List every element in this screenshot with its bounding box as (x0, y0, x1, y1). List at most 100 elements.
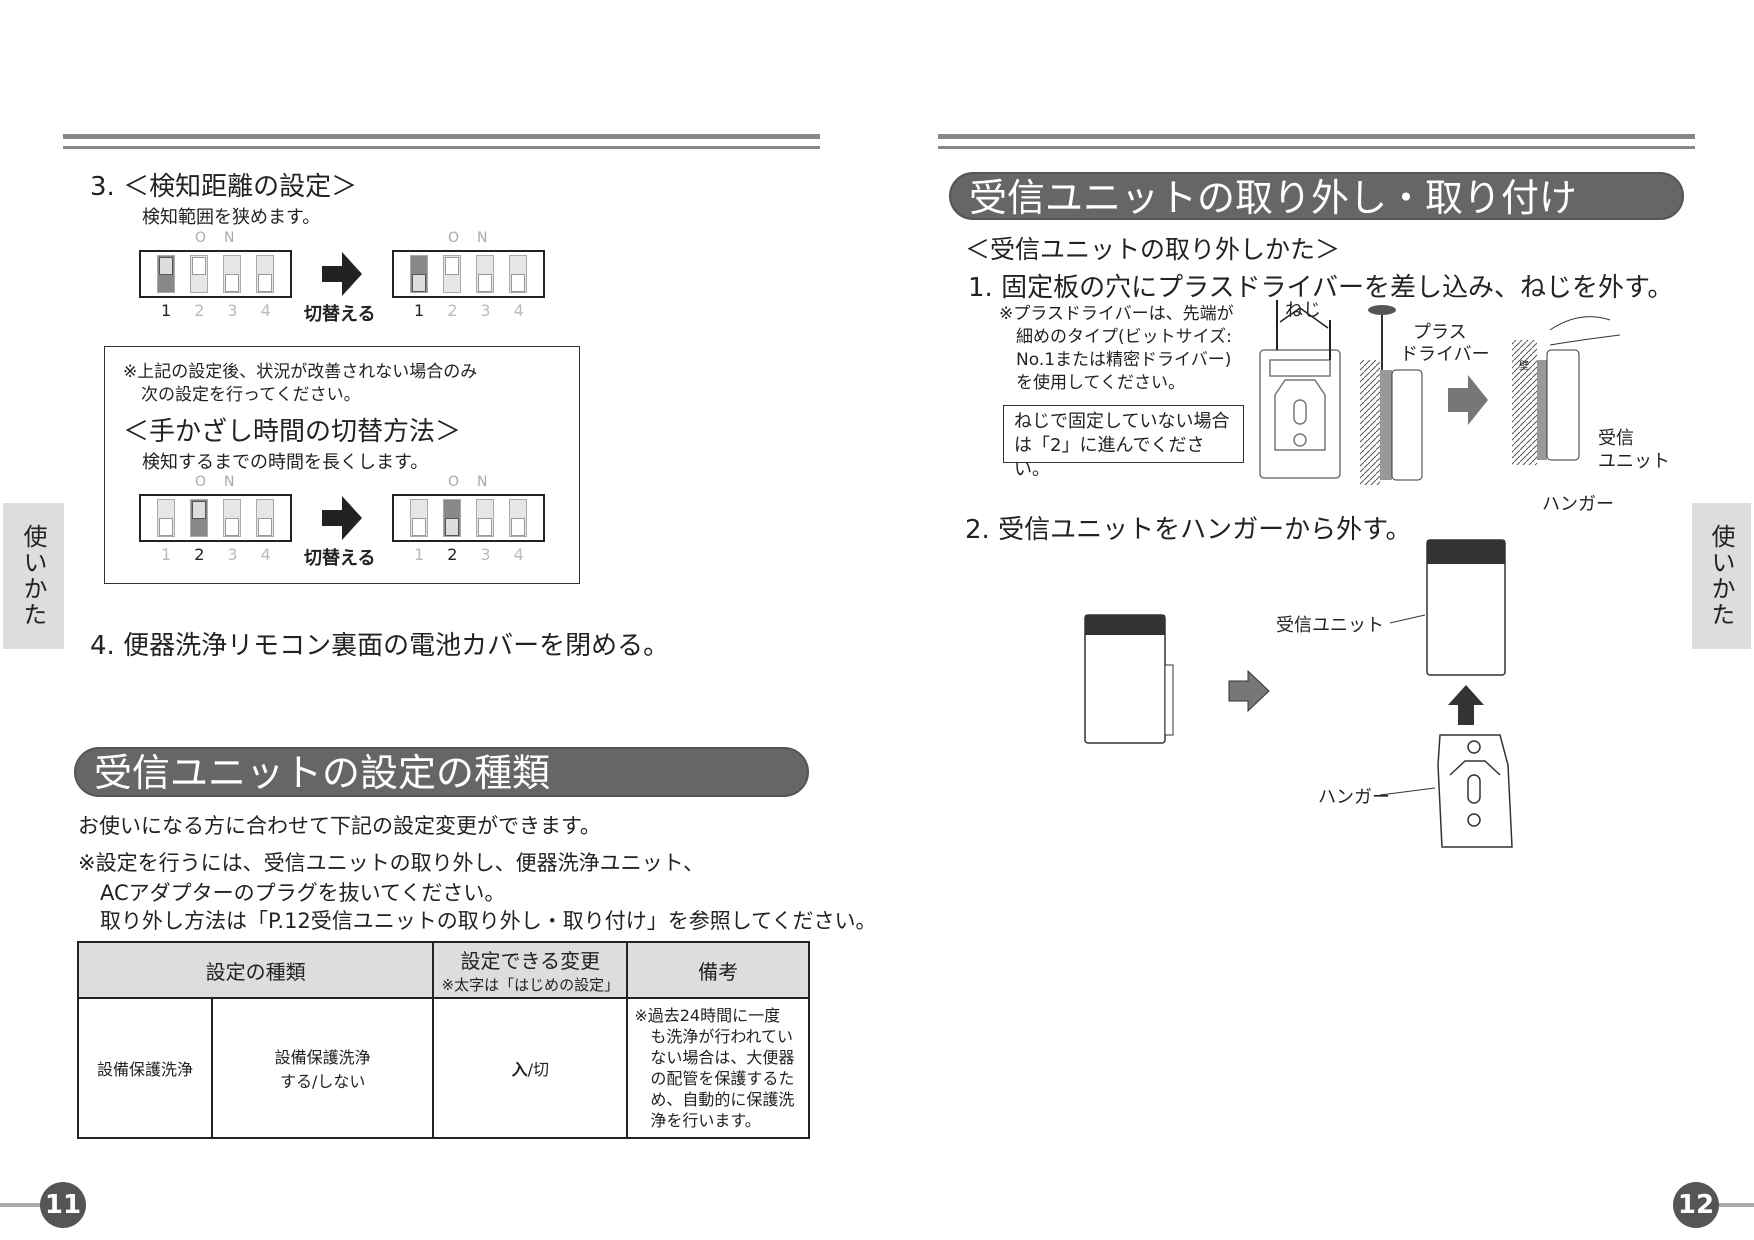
dip-switch-lever-4 (509, 499, 528, 537)
wall-side-view-2 (1512, 316, 1621, 465)
caution-line1: ※設定を行うには、受信ユニットの取り外し、便器洗浄ユニット、 (78, 851, 705, 875)
dip-switch (392, 250, 545, 298)
dip-switch-lever-1 (409, 499, 428, 537)
step3-desc: 検知範囲を狭めます。 (142, 207, 321, 228)
note-line: を使用してください。 (1016, 373, 1185, 393)
receiver-unit-removed (1426, 539, 1506, 676)
dip-switch-lever-2 (442, 255, 461, 293)
dip-switch (139, 250, 292, 298)
dip-switch (139, 494, 292, 542)
step1-text: 1. 固定板の穴にプラスドライバーを差し込み、ねじを外す。 (968, 273, 1674, 303)
side-tab-usage-right[interactable]: 使いかた (1692, 503, 1751, 649)
dip-switch-lever-1 (156, 255, 175, 293)
header-change-note: ※太字は「はじめの設定」 (441, 976, 620, 994)
right-arrow-icon (1228, 669, 1270, 713)
wall-side-view-1 (1360, 305, 1423, 485)
dip-switch-lever-3 (223, 255, 242, 293)
cell-category: 設備保護洗浄 (77, 997, 213, 1139)
switch-label: 切替える (304, 548, 376, 569)
dip-switch-lever-2 (442, 499, 461, 537)
label-unit-step2: 受信ユニット (1276, 615, 1384, 636)
dip-switch-lever-4 (256, 255, 275, 293)
label-hanger: ハンガー (1542, 494, 1614, 515)
dip-switch-lever-2 (189, 499, 208, 537)
note-line: No.1または精密ドライバー) (1016, 350, 1232, 370)
dip-on-label: ON (448, 474, 506, 490)
dip-switch-lever-2 (189, 255, 208, 293)
section-header-settings: 受信ユニットの設定の種類 (74, 747, 809, 797)
remarks-line: 浄を行います。 (650, 1111, 761, 1130)
dip-on-label: ON (195, 474, 253, 490)
cell-value: 入/切 (432, 997, 629, 1139)
label-screw: ねじ (1285, 300, 1321, 321)
label-driver2: ドライバー (1400, 344, 1490, 365)
remarks-line: ※過去24時間に一度 (634, 1006, 781, 1025)
page-number-left: 11 (40, 1182, 86, 1228)
label-driver1: プラス (1413, 322, 1467, 343)
up-arrow-icon (1448, 685, 1484, 725)
note-line1: ※上記の設定後、状況が改善されない場合のみ (123, 362, 478, 382)
dip-switch (392, 494, 545, 542)
label-hanger-step2: ハンガー (1318, 787, 1390, 808)
header-remarks: 備考 (626, 941, 810, 999)
label-wall: 壁 (1519, 361, 1529, 372)
value-rest: /切 (527, 1060, 550, 1079)
right-arrow-icon (1448, 375, 1488, 425)
removal-subtitle: ＜受信ユニットの取り外しかた＞ (965, 235, 1341, 264)
header-change-label: 設定できる変更 (460, 949, 601, 973)
caution-line3: 取り外し方法は「P.12受信ユニットの取り外し・取り付け」を参照してください。 (100, 909, 877, 933)
dip-switch-lever-3 (476, 255, 495, 293)
top-rule (938, 134, 1695, 149)
page-number-right: 12 (1673, 1182, 1719, 1228)
cell-item-line1: 設備保護洗浄 (274, 1048, 371, 1067)
receiver-unit-on-hanger (1084, 614, 1174, 744)
side-tab-usage-left[interactable]: 使いかた (3, 503, 64, 649)
pointer-arrows (1379, 614, 1436, 796)
dip-switch-lever-1 (409, 255, 428, 293)
hand-time-title: ＜手かざし時間の切替方法＞ (123, 417, 462, 447)
dip-switch-lever-3 (223, 499, 242, 537)
dip-switch-lever-4 (256, 499, 275, 537)
dip-on-label: ON (448, 230, 506, 246)
step1-note: ※プラスドライバーは、先端が 細めのタイプ(ビットサイズ: No.1または精密ド… (999, 303, 1234, 395)
right-arrow-icon (322, 252, 364, 300)
skip-note-line: は「2」に進んでください。 (1014, 435, 1205, 480)
value-default: 入 (511, 1060, 528, 1079)
header-type: 設定の種類 (76, 941, 435, 999)
remarks-line: も洗浄が行われてい (650, 1027, 794, 1046)
dip-switch-lever-3 (476, 499, 495, 537)
note-box (104, 346, 580, 584)
skip-note-line: ねじで固定していない場合 (1014, 411, 1230, 432)
step1-illustration (1259, 300, 1621, 485)
step4-text: 4. 便器洗浄リモコン裏面の電池カバーを閉める。 (90, 631, 670, 661)
page-number-line (0, 1203, 45, 1207)
step2-illustration (1084, 539, 1513, 848)
label-unit1: 受信 (1598, 428, 1634, 449)
hanger-illustration (1437, 734, 1513, 848)
cell-item-line2: する/しない (279, 1072, 366, 1091)
right-arrow-icon (322, 496, 364, 544)
note-line: 細めのタイプ(ビットサイズ: (1016, 327, 1232, 347)
intro-text: お使いになる方に合わせて下記の設定変更ができます。 (78, 814, 601, 838)
remarks-line: の配管を保護するた (650, 1069, 795, 1088)
table-row: 設備保護洗浄 設備保護洗浄する/しない 入/切 ※過去24時間に一度 も洗浄が行… (77, 997, 810, 1139)
dip-switch-lever-4 (509, 255, 528, 293)
header-change: 設定できる変更 ※太字は「はじめの設定」 (432, 941, 629, 999)
fixing-plate-illustration (1259, 300, 1341, 479)
section-header-removal: 受信ユニットの取り外し・取り付け (949, 172, 1684, 220)
label-unit2: ユニット (1598, 451, 1670, 472)
note-line2: 次の設定を行ってください。 (141, 385, 361, 405)
remarks-line: ない場合は、大便器 (650, 1048, 795, 1067)
switch-label: 切替える (304, 304, 376, 325)
page-number-line (1710, 1203, 1754, 1207)
settings-table: 設定の種類 設定できる変更 ※太字は「はじめの設定」 備考 設備保護洗浄 設備保護… (76, 941, 810, 1139)
note-line: ※プラスドライバーは、先端が (999, 304, 1234, 324)
step3-title: 3. ＜検知距離の設定＞ (90, 172, 358, 202)
skip-note-box: ねじで固定していない場合 は「2」に進んでください。 (1003, 405, 1244, 480)
dip-on-label: ON (195, 230, 253, 246)
cell-remarks: ※過去24時間に一度 も洗浄が行われてい ない場合は、大便器 の配管を保護するた… (626, 997, 810, 1139)
caution-line2: ACアダプターのプラグを抜いてください。 (100, 881, 506, 905)
